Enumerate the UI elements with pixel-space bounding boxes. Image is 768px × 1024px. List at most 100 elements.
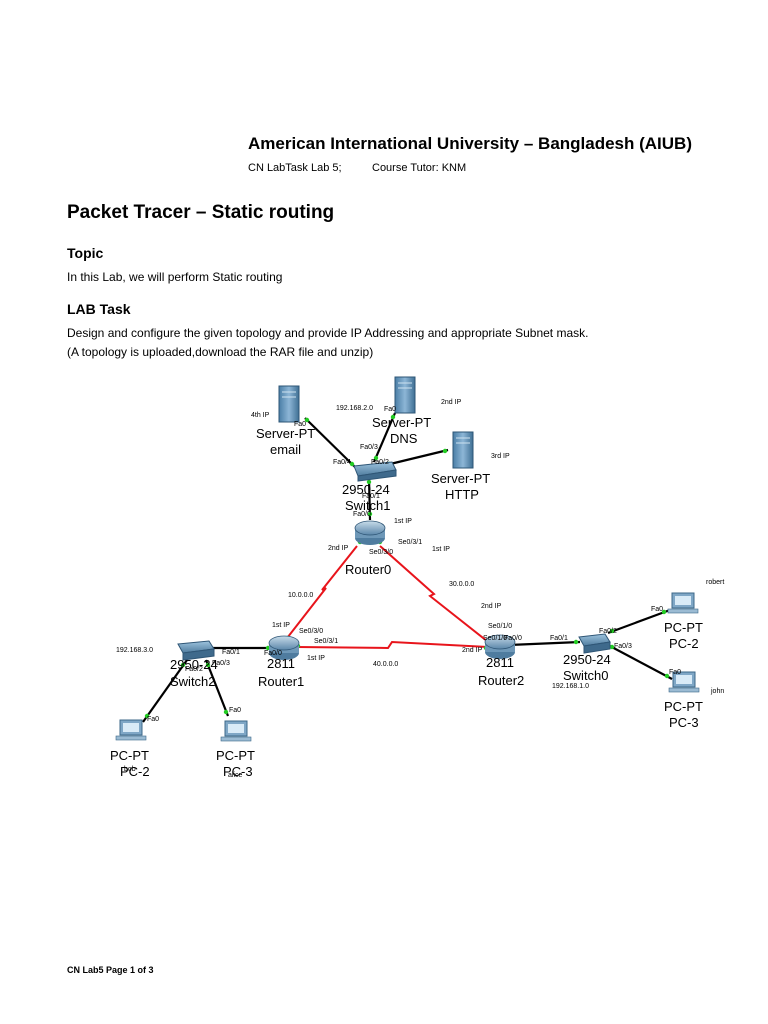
server-http-icon[interactable] — [452, 431, 474, 469]
server-email-name: email — [270, 442, 301, 457]
pc-bob-icon[interactable] — [115, 719, 147, 741]
svg-text:4th IP: 4th IP — [251, 412, 270, 419]
topic-heading: Topic — [67, 245, 104, 261]
server-dns-name: DNS — [390, 431, 418, 446]
pc-robert-type: PC-PT — [664, 620, 703, 635]
course-line: CN LabTask Lab 5; Course Tutor: KNM — [248, 162, 466, 174]
svg-text:2nd IP: 2nd IP — [441, 399, 462, 406]
pc-robert-name: PC-2 — [669, 636, 699, 651]
user-robert: robert — [706, 579, 724, 586]
link-router0-router1 — [283, 545, 358, 643]
pc-bob-name: PC-2 — [120, 764, 150, 779]
server-http-name: HTTP — [445, 487, 479, 502]
net-right-lan: 192.168.1.0 — [552, 683, 589, 690]
svg-text:3rd IP: 3rd IP — [491, 453, 510, 460]
svg-text:Fa0/4: Fa0/4 — [333, 459, 351, 466]
router1-icon[interactable] — [268, 635, 300, 660]
pc-robert-icon[interactable] — [667, 592, 699, 614]
net-r1-r2: 40.0.0.0 — [373, 661, 398, 668]
link-router1-router2 — [295, 640, 489, 650]
svg-text:Fa0/2: Fa0/2 — [599, 628, 617, 635]
serial-links — [283, 545, 493, 650]
router1-type: 2811 — [267, 656, 295, 671]
link-http-switch1 — [385, 448, 449, 467]
svg-text:Fa0: Fa0 — [651, 606, 663, 613]
router2-type: 2811 — [486, 655, 514, 670]
router0-icon[interactable] — [354, 520, 386, 545]
link-switch0-robert — [607, 608, 671, 635]
svg-text:2nd IP: 2nd IP — [328, 545, 349, 552]
university-title: American International University – Bang… — [248, 134, 692, 153]
link-switch2-alice — [204, 659, 230, 717]
pc-john-type: PC-PT — [664, 699, 703, 714]
svg-text:2nd IP: 2nd IP — [481, 603, 502, 610]
ip-notes: 4th IP 2nd IP 3rd IP 1st IP 2nd IP 1st I… — [251, 399, 510, 662]
svg-text:Fa0/3: Fa0/3 — [212, 660, 230, 667]
page-footer: CN Lab5 Page 1 of 3 — [67, 965, 154, 975]
task-heading: LAB Task — [67, 301, 131, 317]
router2-icon[interactable] — [484, 634, 516, 659]
net-server-lan: 192.168.2.0 — [336, 405, 373, 412]
switch1-icon[interactable] — [353, 461, 397, 482]
server-email-type: Server-PT — [256, 426, 315, 441]
svg-text:Fa0/0: Fa0/0 — [264, 650, 282, 657]
svg-text:1st IP: 1st IP — [394, 518, 412, 525]
pc-bob-type: PC-PT — [110, 748, 149, 763]
svg-text:Fa0: Fa0 — [669, 669, 681, 676]
svg-text:Se0/3/0: Se0/3/0 — [369, 549, 393, 556]
pc-alice-icon[interactable] — [220, 720, 252, 742]
link-switch2-bob — [142, 659, 188, 723]
pc-john-name: PC-3 — [669, 715, 699, 730]
svg-text:Fa0/0: Fa0/0 — [504, 635, 522, 642]
net-r0-r1: 10.0.0.0 — [288, 592, 313, 599]
router1-name: Router1 — [258, 674, 304, 689]
svg-text:Se0/3/0: Se0/3/0 — [299, 628, 323, 635]
router2-name: Router2 — [478, 673, 524, 688]
svg-text:2nd IP: 2nd IP — [462, 647, 483, 654]
svg-text:Fa0/0: Fa0/0 — [353, 511, 371, 518]
link-router2-switch0 — [508, 640, 581, 647]
network-addresses: 192.168.2.0 10.0.0.0 30.0.0.0 40.0.0.0 1… — [116, 405, 589, 690]
link-router0-router2 — [379, 545, 493, 646]
svg-text:Fa0/1: Fa0/1 — [550, 635, 568, 642]
svg-text:Se0/1/0: Se0/1/0 — [488, 623, 512, 630]
svg-text:Se0/3/1: Se0/3/1 — [314, 638, 338, 645]
svg-text:1st IP: 1st IP — [272, 622, 290, 629]
svg-text:Fa0: Fa0 — [384, 406, 396, 413]
user-labels: bob alice robert john — [124, 579, 724, 779]
pc-alice-type: PC-PT — [216, 748, 255, 763]
server-email-icon[interactable] — [278, 385, 300, 423]
port-labels: Fa0 Fa0 Fa0/3 Fa0/4 Fa0/2 Fa0/1 Fa0/0 Se… — [147, 406, 681, 723]
course-label: CN LabTask Lab 5; — [248, 162, 342, 174]
svg-text:Se0/3/1: Se0/3/1 — [398, 539, 422, 546]
server-dns-icon[interactable] — [394, 376, 416, 414]
task-text-1: Design and configure the given topology … — [67, 326, 589, 340]
task-text-2: (A topology is uploaded,download the RAR… — [67, 345, 374, 359]
svg-text:Fa0/1: Fa0/1 — [362, 493, 380, 500]
switch2-type: 2950-24 — [170, 657, 218, 672]
pc-john-icon[interactable] — [668, 671, 700, 693]
svg-text:Fa0/2: Fa0/2 — [185, 666, 203, 673]
svg-text:Fa0: Fa0 — [294, 421, 306, 428]
svg-text:Fa0/3: Fa0/3 — [360, 444, 378, 451]
svg-text:Fa0/1: Fa0/1 — [222, 649, 240, 656]
svg-text:Se0/1/0: Se0/1/0 — [483, 635, 507, 642]
switch1-name: Switch1 — [345, 498, 391, 513]
user-alice: alice — [228, 772, 243, 779]
switch0-type: 2950-24 — [563, 652, 611, 667]
router0-name: Router0 — [345, 562, 391, 577]
link-email-switch1 — [304, 417, 357, 469]
net-r0-r2: 30.0.0.0 — [449, 581, 474, 588]
server-http-type: Server-PT — [431, 471, 490, 486]
svg-text:Fa0/3: Fa0/3 — [614, 643, 632, 650]
switch0-icon[interactable] — [578, 633, 611, 654]
device-labels: Server-PT email Server-PT DNS Server-PT … — [110, 415, 703, 779]
link-dns-switch1 — [372, 412, 397, 463]
switch2-name: Switch2 — [170, 674, 216, 689]
svg-text:Fa0/2: Fa0/2 — [371, 459, 389, 466]
net-left-lan: 192.168.3.0 — [116, 647, 153, 654]
switch2-icon[interactable] — [177, 640, 215, 661]
svg-text:1st IP: 1st IP — [432, 546, 450, 553]
pc-alice-name: PC-3 — [223, 764, 253, 779]
